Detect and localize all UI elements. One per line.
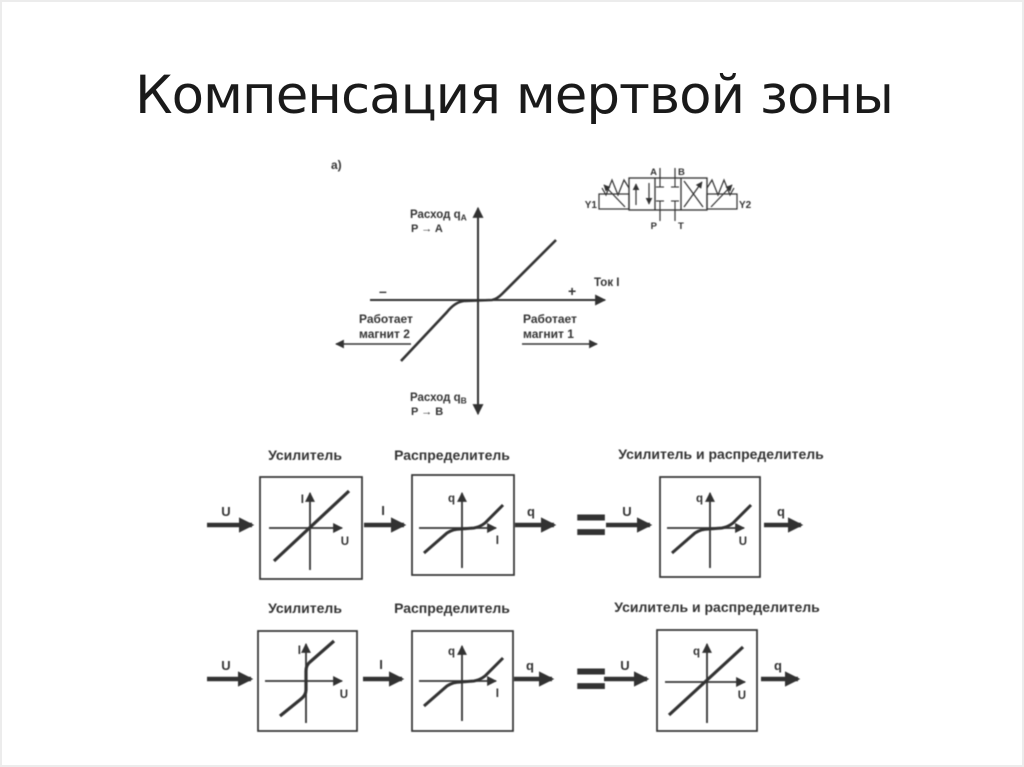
plus-sign: + — [568, 283, 576, 299]
magnet2-label-line1: Работает — [359, 312, 413, 326]
scanned-figure: a) Расход qA P → A Ток I – + Расход qB P… — [207, 158, 824, 732]
amp-x-axis-label: U — [341, 536, 349, 548]
valve-block-label: Распределитель — [394, 447, 510, 463]
deadzone-graph: a) Расход qA P → A Ток I – + Расход qB P… — [331, 158, 619, 418]
flow-a-text: Расход q — [410, 209, 461, 221]
dead-zone-curve — [423, 656, 505, 708]
solenoid-right-arrow — [710, 184, 733, 208]
amp-x-axis-label: U — [340, 689, 348, 701]
output-signal-label: q — [527, 504, 535, 519]
solenoid-right — [706, 193, 738, 210]
mid-signal-label: I — [379, 657, 383, 672]
equals-sign: = — [575, 647, 607, 709]
characteristic-curve — [400, 239, 557, 362]
combined-output-label: q — [777, 504, 785, 519]
valve-blocked-center — [656, 178, 679, 210]
amplifier-label: Усилитель — [268, 600, 342, 616]
solenoid-y1-label: Y1 — [585, 200, 598, 211]
port-p-label: P — [651, 221, 658, 232]
valve-x-axis-label: I — [496, 535, 499, 547]
port-b-label: B — [678, 167, 685, 178]
flow-a-sub: A — [461, 213, 467, 223]
amplifier-label: Усилитель — [268, 447, 342, 463]
combined-y-axis-label: q — [696, 493, 703, 505]
magnet1-label-line1: Работает — [523, 312, 577, 326]
linear-curve — [272, 489, 351, 563]
port-t-label: T — [678, 221, 684, 232]
output-signal-label: q — [526, 658, 534, 673]
amplifier-block: I U — [257, 630, 358, 732]
linear-curve — [667, 645, 745, 717]
block-diagram-row-2: Усилитель Распределитель Усилитель и рас… — [207, 599, 820, 732]
combined-label: Усилитель и распределитель — [614, 599, 820, 615]
combined-output-label: q — [774, 658, 782, 673]
valve-cross-arrow — [683, 181, 703, 208]
amp-y-axis-label: I — [301, 494, 304, 506]
combined-label: Усилитель и распределитель — [618, 446, 824, 462]
dead-zone-curve — [423, 503, 505, 555]
combined-x-axis-label: U — [739, 536, 747, 548]
equals-sign: = — [575, 493, 607, 555]
input-signal-label: U — [221, 504, 230, 519]
flow-b-direction: P → B — [411, 406, 443, 418]
input-signal-label: U — [221, 658, 230, 673]
flow-b-sub: B — [461, 396, 467, 406]
magnet2-label-line2: магнит 2 — [359, 327, 410, 341]
combined-input-label: U — [622, 504, 631, 519]
combined-input-label: U — [620, 658, 629, 673]
page-title: Компенсация мертвой зоны — [135, 65, 893, 126]
solenoid-left — [598, 193, 630, 210]
block-diagram-row-1: Усилитель Распределитель Усилитель и рас… — [207, 446, 824, 580]
current-axis-label: Ток I — [594, 277, 619, 289]
solenoid-y2-label: Y2 — [739, 200, 752, 211]
port-a-label: A — [650, 167, 657, 178]
flow-b-text: Расход q — [410, 392, 461, 404]
combined-block: q U — [656, 629, 758, 732]
proportional-valve-symbol: A B P T Y1 Y2 — [585, 167, 752, 232]
valve-port-stubs — [659, 168, 676, 221]
jump-compensation-curve — [278, 639, 336, 718]
amplifier-block: I U — [259, 476, 363, 580]
valve-y-axis-label: q — [448, 646, 455, 658]
valve-block: q I — [411, 630, 514, 732]
valve-x-axis-label: I — [496, 688, 499, 700]
magnet1-label-line2: магнит 1 — [523, 327, 574, 341]
combined-y-axis-label: q — [693, 646, 700, 658]
minus-sign: – — [379, 283, 387, 299]
valve-y-axis-label: q — [448, 493, 455, 505]
mid-signal-label: I — [381, 503, 385, 518]
panel-label: a) — [331, 158, 342, 172]
combined-x-axis-label: U — [738, 690, 746, 702]
flow-b-label: Расход qB — [410, 392, 467, 406]
amp-y-axis-label: I — [298, 645, 301, 657]
flow-a-label: Расход qA — [410, 209, 467, 223]
dead-zone-curve — [671, 503, 753, 555]
valve-block-label: Распределитель — [394, 600, 510, 616]
flow-a-direction: P → A — [411, 223, 443, 235]
valve-block: q I — [411, 474, 515, 576]
valve-cross-line — [683, 180, 704, 208]
valve-body — [628, 177, 708, 211]
combined-block: q U — [659, 476, 761, 578]
solenoid-left-arrow — [603, 184, 626, 208]
